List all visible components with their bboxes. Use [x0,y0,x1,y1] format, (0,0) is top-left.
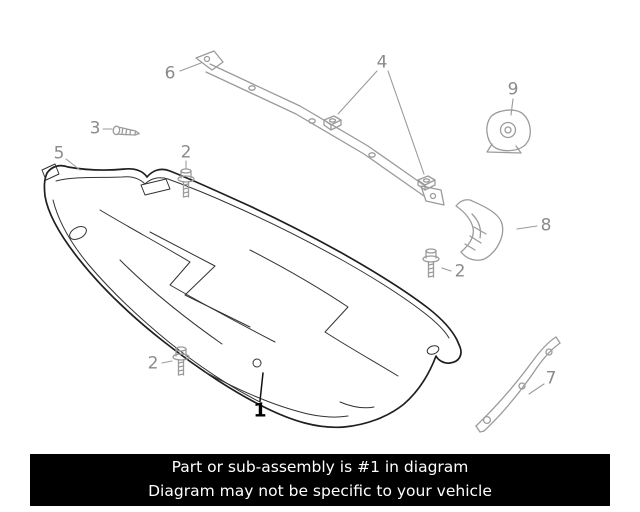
leader-line-main [259,372,264,402]
footer-note-line1: Part or sub-assembly is #1 in diagram [171,458,469,477]
parts-diagram-drawing [41,50,561,433]
splash-shield-drawing [41,163,462,429]
callout-2b: 2 [454,261,466,282]
callout-2a: 2 [180,142,192,163]
crossmember-bar-drawing [195,50,445,206]
callout-4: 4 [376,52,388,73]
callout-2c: 2 [147,353,159,374]
leader-lines [65,62,545,395]
callout-3: 3 [89,118,101,139]
callout-6: 6 [164,63,176,84]
bolt-drawing [422,248,440,278]
footer-note-line2: Diagram may not be specific to your vehi… [148,482,492,500]
support-arm-drawing [475,336,561,433]
clip-nut-drawing [323,115,342,131]
callout-7: 7 [545,368,557,389]
bolt-drawing [172,346,190,376]
callout-8: 8 [540,215,552,236]
callout-9: 9 [507,79,519,100]
footer-note-banner: Part or sub-assembly is #1 in diagram Di… [30,454,610,506]
clip-nut-drawing [417,175,436,191]
side-bracket-drawing [455,199,504,261]
mount-bracket-drawing [486,109,531,154]
screw-drawing [112,125,140,136]
callout-1: 1 [253,399,267,422]
callout-5: 5 [53,143,65,164]
